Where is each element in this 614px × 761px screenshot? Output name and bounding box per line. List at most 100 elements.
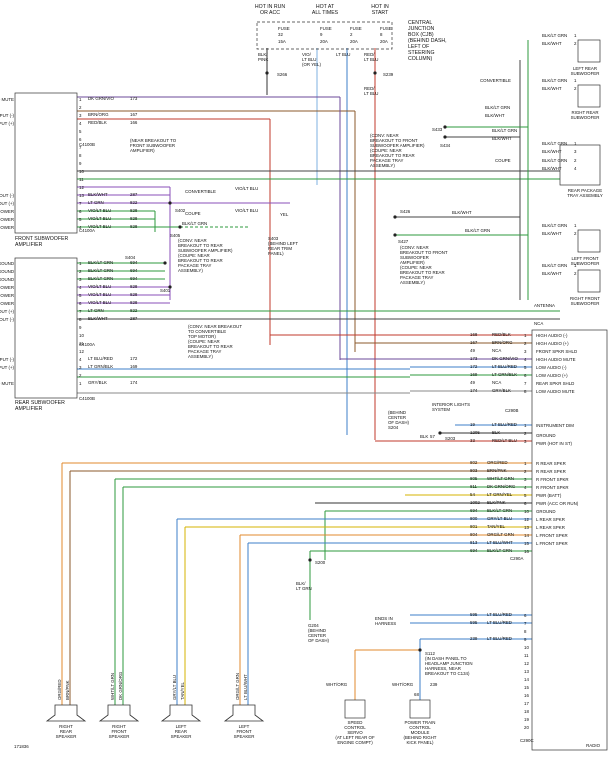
radio-main-label: L REAR SPKR [536,525,565,530]
note-conv-near3: PACKAGE TRAY [370,158,403,163]
sub-rf-box [577,269,601,293]
note-s112: S112 [425,651,435,656]
fuse-number: 2 [350,32,353,37]
radio-low-number: 8 [524,629,527,634]
radio-mid-number: 3 [524,439,527,444]
outline-layer [14,21,608,751]
rear-amp-pin-label: GROUND [0,269,14,274]
radio-low-number: 7 [524,621,527,626]
front-amp-ckt: 828 [130,208,138,213]
top-wire-label: BLK/ [258,52,268,57]
rear-amp-wire: BLK/LT GRN [88,276,113,281]
splice-s402 [168,201,172,205]
sub-wire-pin: 1 [574,141,577,146]
radio-ckt: 169 [470,372,478,377]
rear-amp-pin-label: AUDIO INPUT (+) [0,365,15,370]
note-conv-near: SUBWOOFER AMPLIFIER) [178,248,233,253]
rear-amp-pin-number: 1 [79,261,82,266]
note-s112: HEADLAMP JUNCTION [425,661,473,666]
front-amp-wire: VIO/LT BLU [88,208,111,213]
sub-rr-box [577,84,601,108]
note-conv-near3: (CONV: NEAR [370,133,399,138]
radio-main-ckt: 811 [470,484,478,489]
radio-main-wire: DK GRN/ORG [487,484,516,489]
radio-pin-number: 3 [524,349,527,354]
speaker-wire-label: WHT/LT GRN [110,673,115,700]
speaker-wire-label: TAN/YEL [180,681,185,700]
rear-amp-pin-label: POWER [0,293,14,298]
radio-main-ckt: 813 [470,540,478,545]
radio-mid-number: 1 [524,423,527,428]
front-amp-pin-label: POWER [0,209,14,214]
fuse-amp: 20A [380,39,388,44]
note-s112: HARNESS, NEAR [425,666,461,671]
left-front-sub-label: SUBWOOFER [571,261,600,266]
front-amp-ckt: 173 [130,96,138,101]
radio-main-label: R FRONT SPKR [536,485,569,490]
radio-ckt: 167 [470,340,478,345]
radio-pin-number: 8 [524,389,527,394]
splice-s112 [418,648,422,652]
right-blk-ltgrn-2: BLK/LT GRN [492,128,517,133]
tray-box [559,144,601,186]
note-c290a: C290A [510,556,523,561]
rear-amp-ckt: 694 [130,276,138,281]
rear-tray-label: TRAY ASSEMBLY [567,193,603,198]
front-amp-pin-number: 10 [79,169,84,174]
front-amp-pin-number: 4 [79,225,82,230]
rear-amp-wire: LT BLU/RED [88,356,113,361]
note-pcm: MODULE [411,730,430,735]
rear-amp-pin-number: 3 [79,365,82,370]
radio-main-number: 12 [524,517,529,522]
note-conv-near3: BREAKOUT TO FRONT [370,138,418,143]
rear-amp-pin-label: AUDIO OUT (+) [0,309,15,314]
rear-amp-ckt: 287 [130,316,138,321]
radio-pin-label: LOW AUDIO (+) [536,373,568,378]
rear-amp-pin-number: 4 [79,357,82,362]
radio-mid-ckt: 33 [470,438,475,443]
note-conv-near3: (COUPE: NEAR [370,148,402,153]
note-s200: S200 [315,560,326,565]
front-amp-pin-label: AUDIO OUT (+) [0,201,15,206]
rear-amp-pin-label: POWER [0,285,14,290]
rear-amp-pin-number: 6 [79,301,82,306]
front-amp-pin-label: AUDIO OUT (-) [0,193,15,198]
rear-amp-pin-number: 4 [79,285,82,290]
hot-start-label: HOT IN [371,4,389,10]
radio-main-label: R REAR SPKR [536,469,566,474]
radio-low-number: 15 [524,685,529,690]
radio-wire: LT BLU/RED [492,364,517,369]
sub-wire-label: BLK/WHT [542,149,562,154]
note-s403: PANEL) [268,251,284,256]
note-conv-near2: BREAKOUT TO REAR [188,344,233,349]
note-near-front-breakout: (NEAR BREAKOUT TO [130,138,177,143]
splice-label-s239: S239 [383,72,394,77]
speaker-lr-icon [160,704,202,722]
rear-amp-pin-label: AUDIO OUT (-) [0,317,15,322]
sub-wire-pin: 2 [574,231,577,236]
front-amp-pin-number: 4 [79,121,82,126]
rear-amp-ckt: 169 [130,364,138,369]
splice-s404 [163,261,167,265]
note-speed-servo: SERVO [347,730,363,735]
note-c290c: C290C [520,738,534,743]
radio-wire: BRN/ORG [492,340,513,345]
note-conv-near4: PACKAGE TRAY [400,275,433,280]
radio-main-number: 2 [524,469,527,474]
radio-low-wire: LT BLU/RED [487,620,512,625]
radio-pin-label: REAR SPKR SHLD [536,381,574,386]
speaker-wire-label: ORG/LT GRN [235,673,240,700]
front-amp-pin-number: 7 [79,145,82,150]
fuse-name: FUSE [350,26,362,31]
rear-amp-pin-number: 8 [79,317,82,322]
rear-amp-pin-number: 12 [79,349,84,354]
fuse-amp: 20A [320,39,328,44]
sub-wire-label: BLK/LT GRN [542,141,567,146]
front-amp-wire: BRN/ORG [88,112,109,117]
splice-s426 [393,215,397,219]
radio-main-wire: WHT/LT GRN [487,476,514,481]
left-front-sub-label: LEFT FRONT [572,256,599,261]
cjb-label: CENTRAL [408,20,432,26]
sub-lr-box [577,39,601,63]
